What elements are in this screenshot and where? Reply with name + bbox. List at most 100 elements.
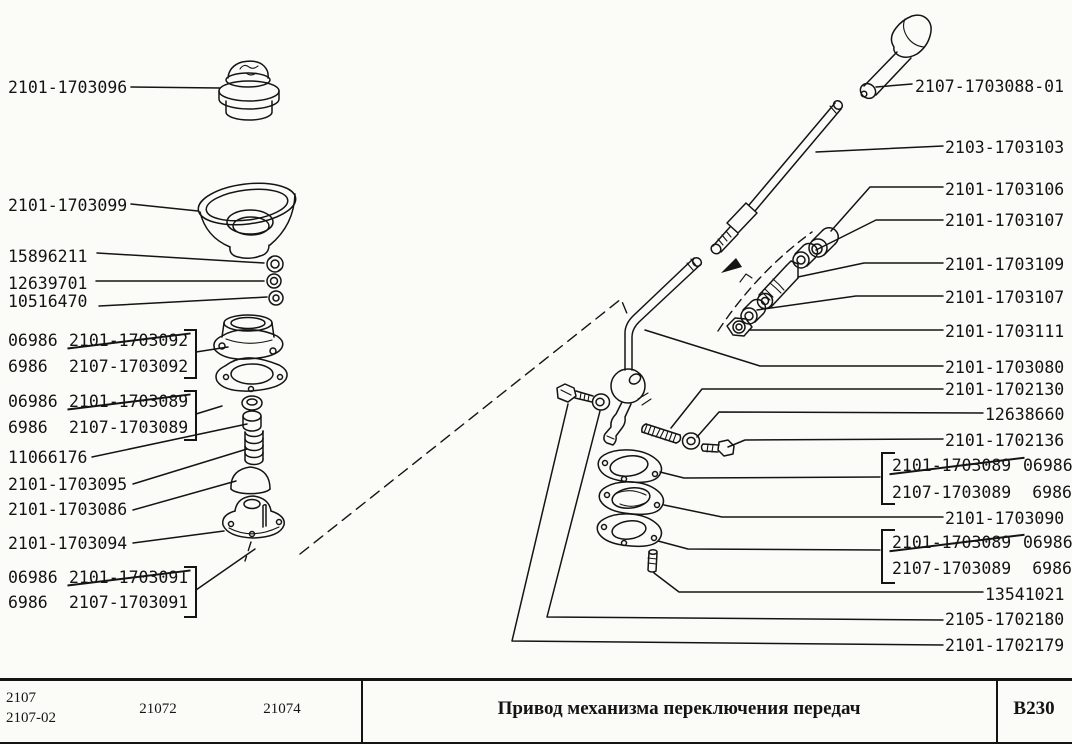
part-number: 2107-1703089 <box>892 483 1012 502</box>
part-flange-1703089-top <box>597 449 663 484</box>
part-spring-1703095 <box>244 430 264 466</box>
group-bracket <box>184 566 197 618</box>
part-knob-cap-1703096 <box>218 60 280 121</box>
part-grommet-1702180 <box>591 393 611 411</box>
part-gasket-1703089-upper <box>215 357 288 393</box>
part-bushing-1703107-a <box>792 242 819 269</box>
part-label: 11066176 <box>8 448 88 467</box>
model-code: 2107-02 <box>6 710 56 726</box>
part-label-replacement-new: 6986 2107-1703091 <box>8 593 188 612</box>
quantity: 6986 <box>8 357 48 376</box>
group-bracket <box>184 329 197 379</box>
part-label: 15896211 <box>8 247 88 266</box>
part-label: 2103-1703103 <box>945 138 1065 157</box>
part-label-replacement-old: 06986 2101-1703089 <box>8 392 188 411</box>
quantity: 06986 <box>8 331 58 350</box>
superseded-part-number: 2101-1703089 <box>892 533 1023 552</box>
part-nut-1703111 <box>726 317 753 337</box>
part-label: 2101-1703094 <box>8 534 128 553</box>
part-washer-105164 <box>268 290 284 306</box>
part-label: 2101-1703096 <box>8 78 128 97</box>
part-rubber-boot-1703099 <box>197 182 297 260</box>
quantity: 6986 <box>1032 559 1072 578</box>
superseded-part-number: 2101-1703089 <box>69 392 189 411</box>
part-label-replacement-new: 6986 2107-1703089 <box>8 418 188 437</box>
part-ball-housing-1703094 <box>222 495 285 539</box>
part-label: 13541021 <box>985 585 1065 604</box>
part-lever-shaft-1703103 <box>710 99 844 255</box>
part-label: 2101-1703109 <box>945 255 1065 274</box>
part-number: 2107-1703089 <box>892 559 1012 578</box>
part-label: 2101-1703111 <box>945 322 1065 341</box>
part-pin-13541021 <box>647 548 658 573</box>
modification-code: 21074 <box>263 701 301 717</box>
part-label: 2101-1703086 <box>8 500 128 519</box>
part-seat-cup-1703092 <box>213 314 284 360</box>
part-washer-12638660 <box>681 432 701 450</box>
part-washer-126397 <box>266 273 282 289</box>
group-bracket <box>881 452 895 505</box>
part-label-replacement-old: 06986 2101-1703091 <box>8 568 188 587</box>
part-label: 2101-1703090 <box>945 509 1065 528</box>
title-block: 2107 2107-02 21072 21074 Привод механизм… <box>0 678 1072 744</box>
part-label: 2101-1703080 <box>945 358 1065 377</box>
superseded-part-number: 2101-1703092 <box>69 331 189 350</box>
part-label: 12638660 <box>985 405 1065 424</box>
quantity: 06986 <box>1023 456 1072 475</box>
table-divider <box>996 681 998 742</box>
part-label: 10516470 <box>8 292 88 311</box>
part-label: 2101-1703099 <box>8 196 128 215</box>
quantity: 6986 <box>8 418 48 437</box>
part-spring-1702130 <box>641 423 682 444</box>
part-bushing-11066176 <box>242 410 262 432</box>
table-divider <box>361 681 363 742</box>
superseded-part-number: 2101-1703089 <box>892 456 1023 475</box>
part-label: 12639701 <box>8 274 88 293</box>
quantity: 6986 <box>1032 483 1072 502</box>
part-label: 2101-1702136 <box>945 431 1065 450</box>
part-plate-1703090 <box>598 481 665 516</box>
part-washer-small <box>241 395 263 411</box>
exploded-diagram <box>91 14 984 646</box>
modification-code: 21072 <box>139 701 177 717</box>
part-label: 2107-1703088-01 <box>915 77 1065 96</box>
quantity: 06986 <box>1023 533 1072 552</box>
part-label: 2105-1702180 <box>945 610 1065 629</box>
part-damper-cap-1703086 <box>230 466 271 495</box>
quantity: 06986 <box>8 392 58 411</box>
part-label-replacement-new: 2107-1703089 6986 <box>892 483 1072 502</box>
superseded-part-number: 2101-1703091 <box>69 568 189 587</box>
part-label-replacement-new: 6986 2107-1703092 <box>8 357 188 376</box>
quantity: 6986 <box>8 593 48 612</box>
part-bolt-1702179 <box>556 383 594 403</box>
group-bracket <box>881 529 895 584</box>
quantity: 06986 <box>8 568 58 587</box>
part-label-replacement-new: 2107-1703089 6986 <box>892 559 1072 578</box>
part-label: 2101-1703095 <box>8 475 128 494</box>
sheet-title: Привод механизма переключения передач <box>497 698 861 719</box>
part-nut-158962 <box>266 255 284 273</box>
part-lever-knob-1703088 <box>859 14 932 100</box>
part-label: 2101-1703106 <box>945 180 1065 199</box>
install-arrow <box>721 258 742 273</box>
part-label: 2101-1702179 <box>945 636 1065 655</box>
part-number: 2107-1703089 <box>69 418 189 437</box>
sheet-code: В230 <box>1013 698 1055 719</box>
leader-lines <box>91 83 984 646</box>
part-number: 2107-1703091 <box>69 593 189 612</box>
part-number: 2107-1703092 <box>69 357 189 376</box>
part-bushing-1703109 <box>756 260 799 310</box>
part-lower-lever-1703080 <box>603 256 703 446</box>
part-label: 2101-1702130 <box>945 380 1065 399</box>
assembly-dashed-lines <box>244 231 813 562</box>
part-sleeve-1703106 <box>808 227 839 258</box>
group-bracket <box>184 390 197 441</box>
model-code: 2107 <box>6 690 36 706</box>
part-label: 2101-1703107 <box>945 288 1065 307</box>
part-label-replacement-old: 06986 2101-1703092 <box>8 331 188 350</box>
part-label: 2101-1703107 <box>945 211 1065 230</box>
part-flange-1703089-bottom <box>596 513 663 548</box>
